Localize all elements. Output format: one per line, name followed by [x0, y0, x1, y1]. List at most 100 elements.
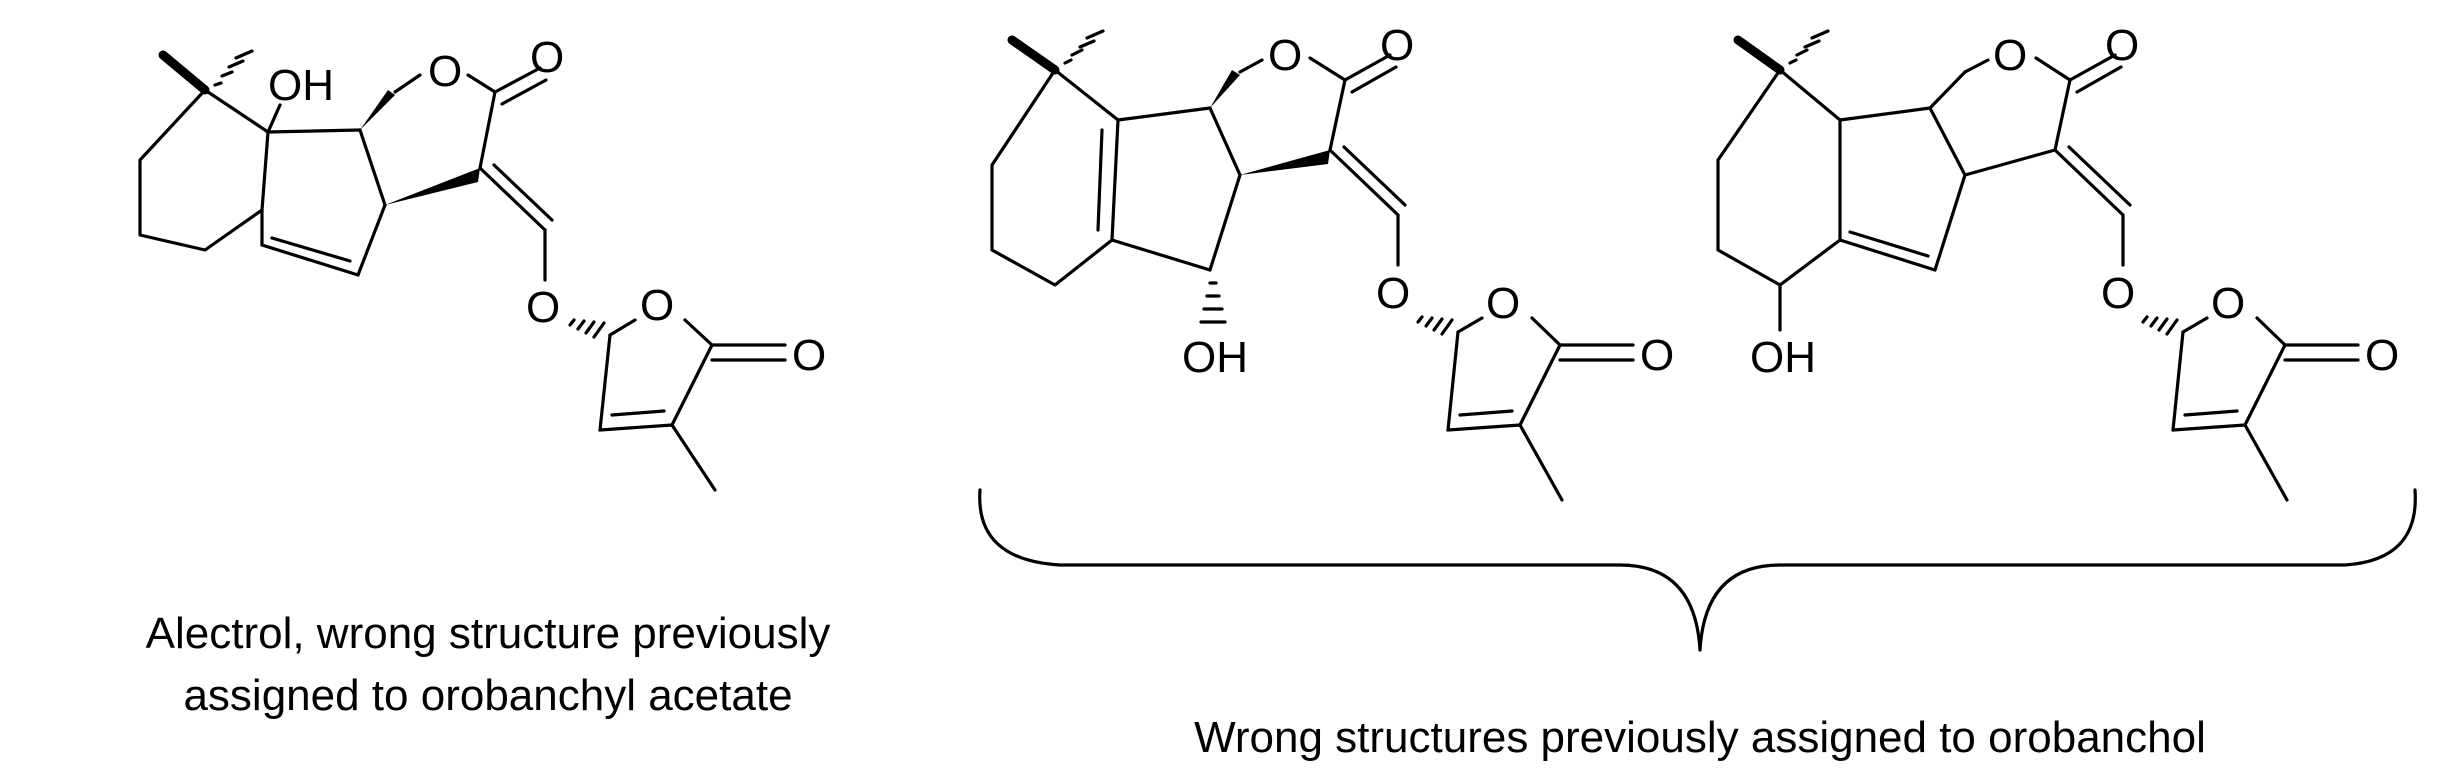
double-bond [2171, 423, 2247, 432]
atom-label-oh: OH [1182, 333, 1248, 382]
ring-bond [1518, 343, 1562, 427]
oh-bond [266, 103, 282, 134]
ring-bond [393, 73, 422, 94]
double-bond-inner [610, 409, 666, 417]
ring-bond [266, 128, 362, 134]
atom-label-o: O [530, 33, 564, 82]
ring-bond [2171, 330, 2185, 432]
double-bond [598, 423, 674, 432]
methyl-bond [158, 50, 210, 95]
ring-bond [1838, 106, 1932, 122]
carbonyl-double-bond [2068, 53, 2117, 82]
orobanchol-wrong-structure-1: OH O O O O O [990, 21, 1674, 502]
hashed-methyl-bond [213, 49, 254, 87]
hashed-methyl-bond [1063, 29, 1105, 65]
ring-bond [1110, 238, 1212, 272]
double-bond [1446, 423, 1522, 432]
ring-bond [466, 73, 497, 94]
methyl-bond [2243, 423, 2289, 502]
atom-label-o: O [526, 283, 560, 332]
double-bond [2053, 148, 2125, 217]
atom-label-o: O [640, 281, 674, 330]
ring-bond [2255, 316, 2287, 347]
atom-label-o: O [428, 47, 462, 96]
ring-bond [2243, 343, 2287, 427]
double-bond-inner [1096, 128, 1104, 232]
atom-label-o: O [2105, 21, 2139, 70]
atom-label-o: O [2365, 331, 2399, 380]
carbonyl-double-bond [1343, 53, 1392, 82]
double-bond-inner [2183, 409, 2239, 417]
double-bond [1328, 148, 1400, 217]
ring-bond [2181, 316, 2209, 334]
wedge-bond [1240, 150, 1330, 175]
ring-bond [1208, 106, 1242, 177]
atom-label-o: O [1993, 31, 2027, 80]
ring-bond [1928, 106, 1967, 177]
hashed-bond [568, 318, 606, 339]
ring-bond [1446, 330, 1460, 432]
methyl-bond [1733, 35, 1785, 75]
ring-bond [1963, 58, 1990, 74]
atom-label-o: O [1376, 269, 1410, 318]
double-bond [260, 243, 360, 277]
atom-label-o: O [2101, 269, 2135, 318]
ring-bond [356, 203, 387, 277]
atom-label-o: O [2211, 279, 2245, 328]
ring-bond [1928, 70, 1967, 110]
carbonyl-double-bond-inner [1350, 65, 1398, 94]
carbonyl-double-bond [493, 66, 542, 94]
hashed-bond [1416, 315, 1454, 336]
atom-label-o: O [792, 331, 826, 380]
double-bond-inner [2067, 145, 2132, 207]
orobanchol-wrong-structure-2: OH O O O O O [1716, 21, 2399, 502]
ring-bond [670, 343, 714, 427]
double-bond-inner [270, 236, 352, 263]
atom-label-oh: OH [1750, 333, 1816, 382]
ring-bond [1456, 316, 1484, 334]
ring-bond [608, 318, 637, 337]
double-bond [478, 166, 547, 232]
double-bond-inner [1848, 230, 1930, 258]
carbonyl-double-bond-inner [500, 78, 548, 106]
ring-bond [138, 88, 270, 252]
hashed-methyl-bond [1788, 29, 1830, 65]
ring-bond [1308, 56, 1347, 82]
methyl-bond [1007, 35, 1060, 75]
alectrol-structure: OH O O O O O [138, 33, 826, 492]
orobanchol-caption: Wrong structures previously assigned to … [1194, 713, 2206, 762]
ring-bond [1963, 148, 2057, 177]
carbonyl-double-bond-inner [2075, 65, 2123, 94]
hashed-oh-bond [1199, 281, 1227, 324]
ring-bond [1208, 173, 1242, 272]
ring-bond [478, 90, 497, 170]
ring-bond [1238, 58, 1264, 74]
grouping-brace [978, 488, 2417, 652]
double-bond [1838, 238, 1937, 272]
alectrol-caption-line1: Alectrol, wrong structure previously [146, 609, 831, 658]
ring-bond [358, 128, 387, 207]
ring-bond [1328, 78, 1347, 152]
methyl-bond [670, 423, 717, 492]
ring-bond [1116, 106, 1212, 122]
atom-label-o: O [1380, 21, 1414, 70]
ring-bond [2053, 78, 2072, 152]
atom-label-oh: OH [268, 61, 334, 110]
ring-bond [683, 318, 714, 347]
ring-bond [1933, 173, 1967, 272]
atom-label-o: O [1268, 31, 1302, 80]
ring-bond [2034, 56, 2072, 82]
atom-label-o: O [1640, 331, 1674, 380]
ring-bond [1530, 316, 1562, 347]
alectrol-caption-line2: assigned to orobanchyl acetate [183, 671, 792, 720]
double-bond-inner [1458, 409, 1514, 417]
wedge-bond [1210, 70, 1240, 108]
atom-label-o: O [1486, 279, 1520, 328]
double-bond-inner [492, 163, 554, 222]
hashed-bond [2141, 315, 2179, 336]
methyl-bond [1518, 423, 1564, 502]
wedge-bond [385, 168, 480, 205]
double-bond-inner [1342, 145, 1407, 207]
ring-bond [598, 333, 612, 432]
